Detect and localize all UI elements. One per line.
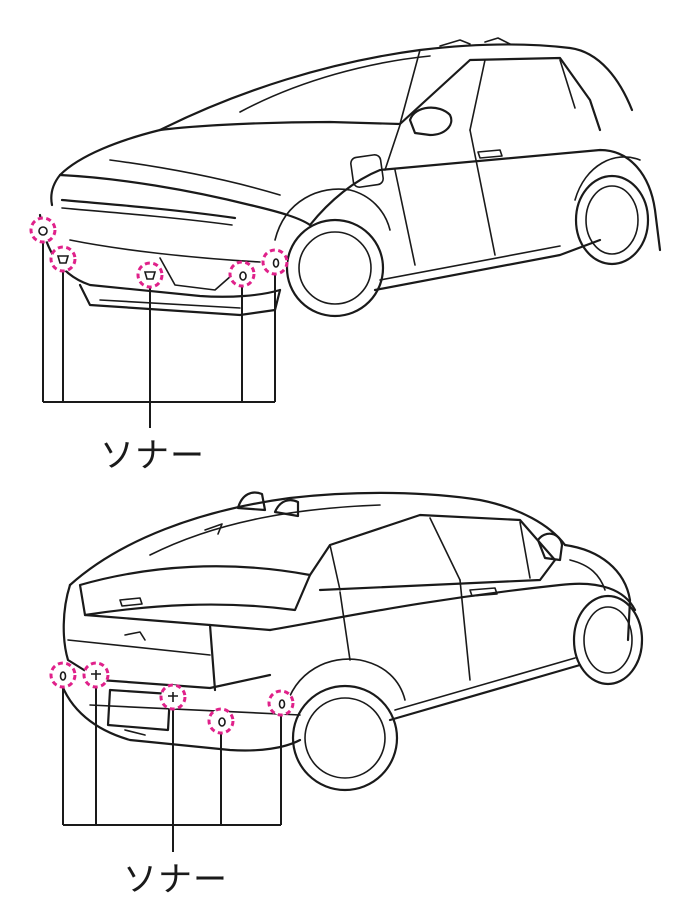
rear-leader-lines <box>62 688 282 852</box>
sonar-sensor-icon <box>207 707 235 735</box>
sonar-sensor-icon <box>267 689 295 717</box>
sonar-sensor-icon <box>136 261 164 289</box>
sonar-sensor-icon <box>159 683 187 711</box>
rear-sonar-label: ソナー <box>123 860 228 900</box>
front-car-illustration <box>38 37 662 318</box>
rear-car-illustration <box>58 491 644 792</box>
rear-sensors <box>49 661 295 735</box>
sonar-sensor-icon <box>29 216 57 244</box>
sonar-sensor-icon <box>82 661 110 689</box>
front-leader-lines <box>42 243 276 428</box>
front-sonar-label: ソナー <box>100 436 205 476</box>
sonar-sensor-icon <box>49 661 77 689</box>
sonar-sensor-icon <box>49 245 77 273</box>
front-sensors <box>29 216 289 289</box>
sonar-sensor-icon <box>228 260 256 288</box>
sonar-sensor-icon <box>261 248 289 276</box>
